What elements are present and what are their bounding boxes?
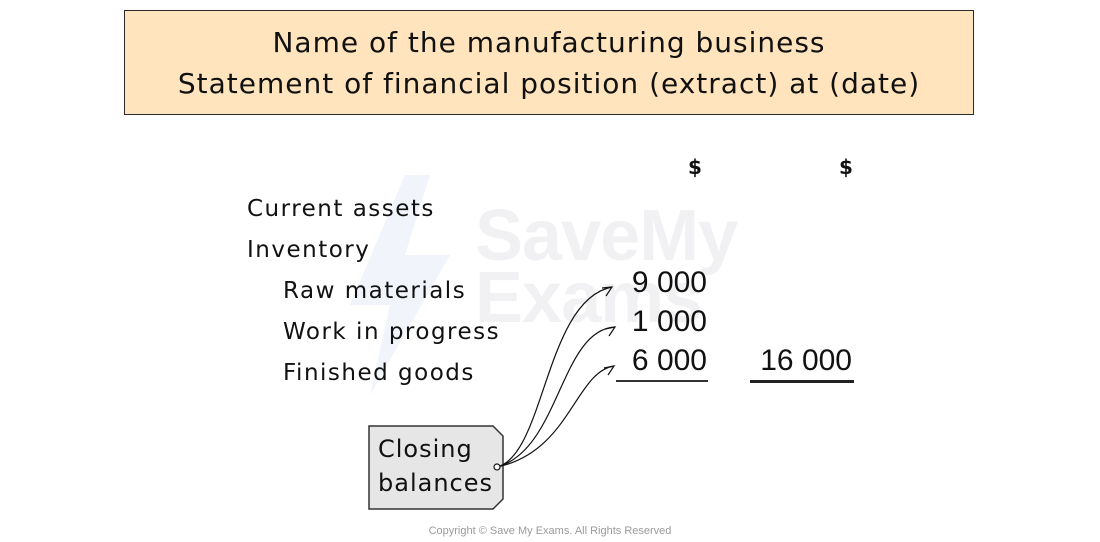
finished-goods-label: Finished goods xyxy=(283,360,475,386)
title-box: Name of the manufacturing business State… xyxy=(124,10,974,115)
inventory-label: Inventory xyxy=(247,237,371,263)
column1-header: $ xyxy=(688,155,702,179)
total-inventory-value: 16 000 xyxy=(760,344,852,377)
column2-header: $ xyxy=(839,155,853,179)
closing-balances-callout xyxy=(368,425,508,519)
callout-anchor-dot xyxy=(493,463,501,471)
raw-materials-label: Raw materials xyxy=(283,278,467,304)
watermark-bolt-icon xyxy=(330,175,460,399)
callout-line2: balances xyxy=(378,469,493,497)
watermark: SaveMy Exams xyxy=(475,196,738,334)
callout-line1: Closing xyxy=(378,435,473,463)
total-underline xyxy=(750,380,854,383)
work-in-progress-label: Work in progress xyxy=(283,319,501,345)
watermark-line1: SaveMy xyxy=(475,196,738,276)
statement-title: Statement of financial position (extract… xyxy=(177,66,921,100)
finished-goods-value: 6 000 xyxy=(631,344,707,377)
current-assets-label: Current assets xyxy=(247,196,435,222)
business-name-title: Name of the manufacturing business xyxy=(272,25,826,59)
callout-text: Closing balances xyxy=(378,432,493,500)
subtotal-underline xyxy=(616,380,708,382)
copyright-notice: Copyright © Save My Exams. All Rights Re… xyxy=(428,525,672,537)
work-in-progress-value: 1 000 xyxy=(631,305,707,338)
raw-materials-value: 9 000 xyxy=(631,266,707,299)
